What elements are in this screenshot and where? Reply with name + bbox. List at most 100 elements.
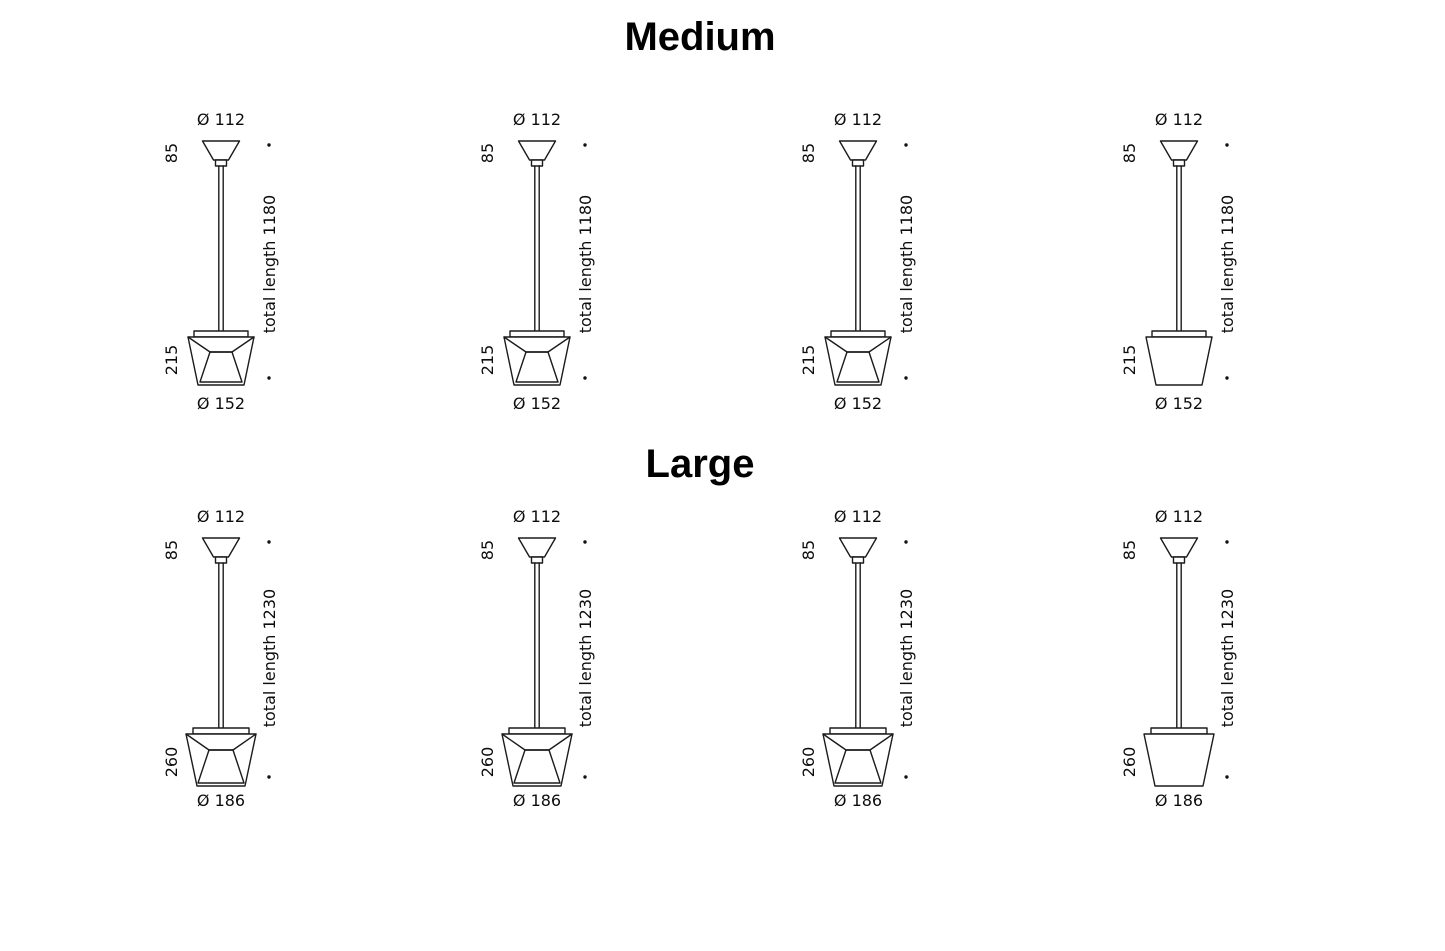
lamp-drawing bbox=[824, 140, 908, 386]
total-length-label: total length 1230 bbox=[1218, 588, 1237, 728]
canopy bbox=[201, 140, 241, 161]
total-length-label: total length 1180 bbox=[260, 194, 279, 334]
bottom-diameter-label: Ø 152 bbox=[512, 394, 562, 413]
canopy-height-label: 85 bbox=[799, 539, 818, 561]
lamp-diagram-large-mesh-reflector: Ø 112 85 260 total length 1230 Ø 186 bbox=[748, 502, 968, 832]
shade-height-label: 215 bbox=[799, 344, 818, 376]
reflector-cone-mesh bbox=[836, 351, 880, 383]
shade-ring bbox=[1150, 727, 1208, 735]
dimension-dot-bottom bbox=[904, 775, 908, 779]
dimension-dot-top bbox=[1225, 143, 1229, 147]
dimension-dot-bottom bbox=[1225, 376, 1229, 380]
suspension-stem bbox=[855, 562, 861, 729]
total-length-label: total length 1180 bbox=[576, 194, 595, 334]
canopy-connector bbox=[530, 556, 544, 564]
lamp-drawing bbox=[1143, 537, 1229, 787]
lamp-drawing bbox=[187, 140, 271, 386]
lamp-diagram-medium-opal-glass: Ø 112 85 215 total length 1180 Ø 152 bbox=[1069, 105, 1289, 435]
total-length-label: total length 1230 bbox=[576, 588, 595, 728]
shade-height-label: 260 bbox=[799, 746, 818, 778]
dimension-dot-top bbox=[1225, 540, 1229, 544]
canopy bbox=[1159, 140, 1199, 161]
canopy-height-label: 85 bbox=[478, 142, 497, 164]
lamp-diagram-medium-opal-reflector: Ø 112 85 215 total length 1180 Ø 152 bbox=[427, 105, 647, 435]
lamp-drawing bbox=[1145, 140, 1229, 386]
lamp-diagram-large-crystal: Ø 112 85 260 total length 1230 Ø 186 bbox=[111, 502, 331, 832]
lamp-diagram-medium-mesh-reflector: Ø 112 85 215 total length 1180 Ø 152 bbox=[748, 105, 968, 435]
dimension-dot-bottom bbox=[267, 376, 271, 380]
top-diameter-label: Ø 112 bbox=[196, 507, 246, 526]
top-diameter-label: Ø 112 bbox=[833, 110, 883, 129]
suspension-stem bbox=[855, 165, 861, 332]
canopy-height-label: 85 bbox=[1120, 539, 1139, 561]
lamp-drawing bbox=[501, 537, 587, 787]
reflector-cone bbox=[197, 749, 245, 784]
suspension-stem bbox=[1176, 562, 1182, 729]
bottom-diameter-label: Ø 152 bbox=[1154, 394, 1204, 413]
lamp-drawing bbox=[503, 140, 587, 386]
canopy bbox=[838, 140, 878, 161]
canopy-height-label: 85 bbox=[1120, 142, 1139, 164]
shade-solid bbox=[1145, 336, 1213, 386]
reflector-cone-filled bbox=[515, 351, 559, 383]
lamp-diagram-large-opal-reflector: Ø 112 85 260 total length 1230 Ø 186 bbox=[427, 502, 647, 832]
bottom-diameter-label: Ø 186 bbox=[512, 791, 562, 810]
dimension-dot-bottom bbox=[267, 775, 271, 779]
bottom-diameter-label: Ø 186 bbox=[196, 791, 246, 810]
shade-ring bbox=[193, 330, 249, 338]
shade-ring bbox=[509, 330, 565, 338]
top-diameter-label: Ø 112 bbox=[833, 507, 883, 526]
section-title-medium: Medium bbox=[624, 15, 776, 59]
canopy-connector bbox=[214, 556, 228, 564]
shade-ring bbox=[1151, 330, 1207, 338]
total-length-label: total length 1180 bbox=[897, 194, 916, 334]
canopy-connector bbox=[1172, 159, 1186, 167]
dimension-dot-bottom bbox=[904, 376, 908, 380]
dimension-dot-top bbox=[267, 143, 271, 147]
shade-ring bbox=[829, 727, 887, 735]
canopy-connector bbox=[530, 159, 544, 167]
top-diameter-label: Ø 112 bbox=[1154, 110, 1204, 129]
suspension-stem bbox=[218, 562, 224, 729]
reflector-cone bbox=[199, 351, 243, 383]
dimension-dot-top bbox=[583, 143, 587, 147]
shade-height-label: 260 bbox=[1120, 746, 1139, 778]
lamp-diagram-large-opal-glass: Ø 112 85 260 total length 1230 Ø 186 bbox=[1069, 502, 1289, 832]
shade-height-label: 215 bbox=[478, 344, 497, 376]
suspension-stem bbox=[218, 165, 224, 332]
canopy-connector bbox=[1172, 556, 1186, 564]
shade-solid bbox=[1143, 733, 1215, 787]
canopy bbox=[838, 537, 878, 558]
suspension-stem bbox=[534, 562, 540, 729]
canopy-height-label: 85 bbox=[162, 142, 181, 164]
top-diameter-label: Ø 112 bbox=[1154, 507, 1204, 526]
top-diameter-label: Ø 112 bbox=[196, 110, 246, 129]
canopy-connector bbox=[851, 159, 865, 167]
shade-ring bbox=[830, 330, 886, 338]
shade-ring bbox=[508, 727, 566, 735]
dimension-dot-top bbox=[904, 540, 908, 544]
reflector-cone-filled bbox=[513, 749, 561, 784]
bottom-diameter-label: Ø 186 bbox=[833, 791, 883, 810]
shade-height-label: 215 bbox=[162, 344, 181, 376]
canopy-connector bbox=[214, 159, 228, 167]
section-title-large: Large bbox=[645, 442, 755, 486]
top-diameter-label: Ø 112 bbox=[512, 507, 562, 526]
lamp-diagram-medium-crystal: Ø 112 85 215 total length 1180 Ø 152 bbox=[111, 105, 331, 435]
bottom-diameter-label: Ø 152 bbox=[196, 394, 246, 413]
total-length-label: total length 1230 bbox=[897, 588, 916, 728]
canopy-connector bbox=[851, 556, 865, 564]
lamp-drawing bbox=[185, 537, 271, 787]
canopy bbox=[517, 537, 557, 558]
canopy bbox=[517, 140, 557, 161]
shade-ring bbox=[192, 727, 250, 735]
bottom-diameter-label: Ø 186 bbox=[1154, 791, 1204, 810]
dimension-dot-bottom bbox=[583, 775, 587, 779]
dimension-dot-bottom bbox=[583, 376, 587, 380]
suspension-stem bbox=[1176, 165, 1182, 332]
shade-height-label: 260 bbox=[478, 746, 497, 778]
canopy-height-label: 85 bbox=[162, 539, 181, 561]
dimension-dot-bottom bbox=[1225, 775, 1229, 779]
suspension-stem bbox=[534, 165, 540, 332]
